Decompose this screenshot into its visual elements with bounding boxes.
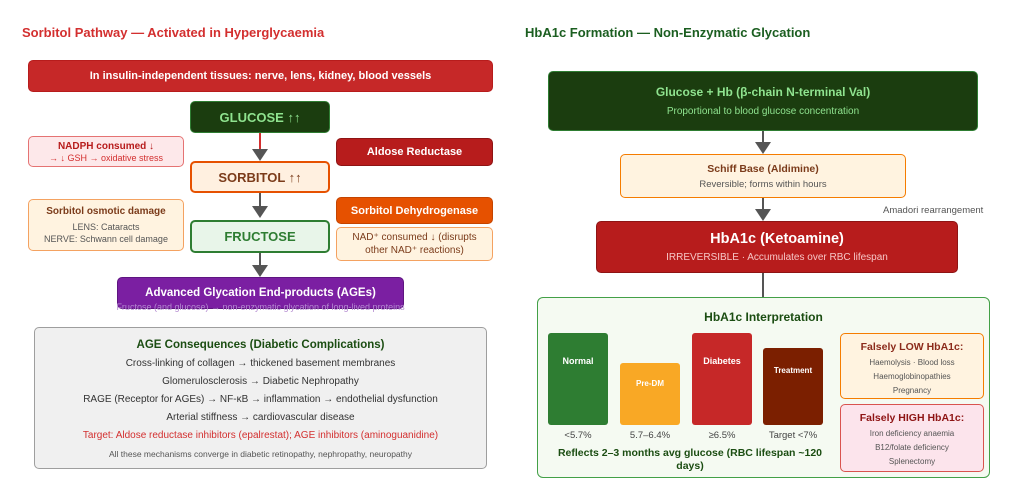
osmotic-line: LENS: Cataracts — [72, 222, 140, 232]
falsely-high-item: Iron deficiency anaemia — [869, 429, 955, 438]
consequences-footer: All these mechanisms converge in diabeti… — [108, 449, 413, 459]
glucose-hb-title: Glucose + Hb (β-chain N-terminal Val) — [655, 85, 871, 99]
nadph-title: NADPH consumed ↓ — [57, 140, 155, 152]
glucose-hb-sub: Proportional to blood glucose concentrat… — [666, 106, 860, 117]
falsely-low-item: Pregnancy — [892, 386, 932, 395]
interpretation-footer: Reflects 2–3 months avg glucose (RBC lif… — [557, 447, 823, 472]
category-bar-pre-dm — [620, 363, 680, 425]
falsely-low-title: Falsely LOW HbA1c: — [860, 341, 964, 353]
category-bar-normal — [548, 333, 608, 425]
falsely-high-item: B12/folate deficiency — [875, 443, 949, 452]
bar-label: Pre-DM — [635, 379, 664, 388]
consequence-line: Arterial stiffness → cardiovascular dise… — [166, 412, 355, 423]
sorbitol-node: SORBITOL ↑↑ — [190, 161, 330, 193]
bar-range: ≥6.5% — [708, 430, 736, 441]
consequences-title: AGE Consequences (Diabetic Complications… — [136, 339, 385, 351]
arrow-icon — [252, 149, 268, 161]
osmotic-line: NERVE: Schwann cell damage — [44, 234, 168, 244]
falsely-low-item: Haemoglobinopathies — [873, 372, 951, 381]
arrow-icon — [755, 209, 771, 221]
glucose-hb-node: Glucose + Hb (β-chain N-terminal Val) Pr… — [548, 71, 978, 131]
right-title: HbA1c Formation — Non-Enzymatic Glycatio… — [525, 25, 811, 40]
falsely-low-box: Falsely LOW HbA1c: Haemolysis · Blood lo… — [840, 333, 984, 399]
arrow-icon — [755, 142, 771, 154]
glucose-node: GLUCOSE ↑↑ — [190, 101, 330, 133]
falsely-high-box: Falsely HIGH HbA1c: Iron deficiency anae… — [840, 404, 984, 472]
amadori-label: Amadori rearrangement — [883, 205, 984, 216]
aldose-reductase-enzyme: Aldose Reductase — [336, 138, 493, 166]
bar-range: Target <7% — [768, 430, 818, 441]
sorbitol-dehydrogenase-enzyme: Sorbitol Dehydrogenase — [336, 197, 493, 224]
interpretation-title: HbA1c Interpretation — [704, 310, 823, 324]
category-bar-diabetes — [692, 333, 752, 425]
bar-label: Diabetes — [703, 356, 741, 366]
schiff-title: Schiff Base (Aldimine) — [707, 162, 819, 175]
osmotic-damage-box: Sorbitol osmotic damage LENS: Cataracts … — [28, 199, 184, 251]
bar-range: 5.7–6.4% — [629, 430, 671, 441]
ages-sub: Fructose (and glucose) → non-enzymatic g… — [116, 302, 405, 312]
age-consequences-box: AGE Consequences (Diabetic Complications… — [34, 327, 487, 469]
left-title: Sorbitol Pathway — Activated in Hypergly… — [22, 25, 325, 40]
consequence-line: Glomerulosclerosis → Diabetic Nephropath… — [162, 376, 359, 387]
fructose-node: FRUCTOSE — [190, 220, 330, 253]
falsely-high-title: Falsely HIGH HbA1c: — [859, 412, 965, 424]
arrow-icon — [252, 265, 268, 277]
treatment-target: Target: Aldose reductase inhibitors (epa… — [82, 430, 439, 441]
nadph-box: NADPH consumed ↓ → ↓ GSH → oxidative str… — [28, 136, 184, 167]
nad-text: NAD⁺ consumed ↓ (disrupts other NAD⁺ rea… — [352, 232, 477, 256]
hba1c-title: HbA1c (Ketoamine) — [710, 231, 844, 247]
schiff-sub: Reversible; forms within hours — [699, 178, 827, 190]
arrow-icon — [252, 206, 268, 218]
category-bar-treatment — [763, 348, 823, 425]
bar-label: Normal — [562, 356, 594, 366]
nad-box: NAD⁺ consumed ↓ (disrupts other NAD⁺ rea… — [336, 227, 493, 261]
consequence-line: Cross-linking of collagen → thickened ba… — [125, 358, 396, 369]
bar-label: Treatment — [773, 366, 813, 375]
tissue-banner: In insulin-independent tissues: nerve, l… — [28, 60, 493, 92]
ages-title: Advanced Glycation End-products (AGEs) — [145, 287, 376, 299]
schiff-base-node: Schiff Base (Aldimine) Reversible; forms… — [620, 154, 906, 198]
nadph-sub: → ↓ GSH → oxidative stress — [48, 152, 164, 163]
hba1c-sub: IRREVERSIBLE · Accumulates over RBC life… — [666, 252, 888, 263]
ages-node: Advanced Glycation End-products (AGEs) F… — [116, 277, 405, 312]
hba1c-node: HbA1c (Ketoamine) IRREVERSIBLE · Accumul… — [596, 221, 958, 273]
consequence-line: RAGE (Receptor for AGEs) → NF-κB → infla… — [83, 394, 438, 405]
osmotic-title: Sorbitol osmotic damage — [46, 206, 166, 217]
falsely-low-item: Haemolysis · Blood loss — [869, 358, 955, 367]
bar-range: <5.7% — [564, 430, 592, 441]
falsely-high-item: Splenectomy — [888, 457, 936, 466]
